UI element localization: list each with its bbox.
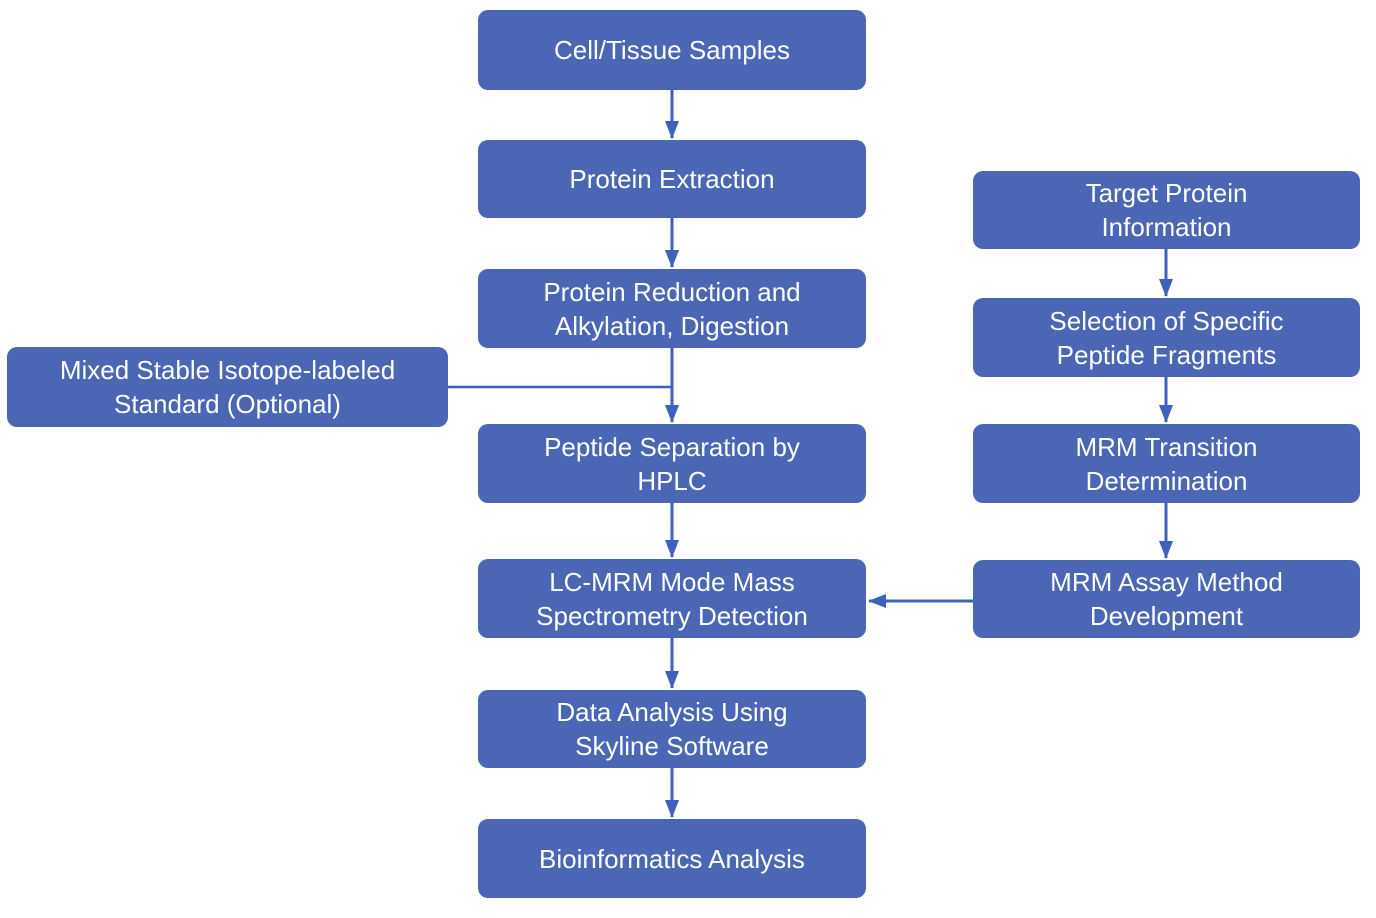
node-mixed-stable-isotope-labeled-standard: Mixed Stable Isotope-labeled Standard (O… [7,347,448,427]
node-lc-mrm-mass-spectrometry-detection: LC-MRM Mode Mass Spectrometry Detection [478,559,866,638]
node-protein-extraction: Protein Extraction [478,140,866,218]
node-target-protein-information: Target Protein Information [973,171,1360,249]
node-selection-specific-peptide-fragments: Selection of Specific Peptide Fragments [973,298,1360,377]
node-data-analysis-skyline: Data Analysis Using Skyline Software [478,690,866,768]
node-protein-reduction-alkylation-digestion: Protein Reduction and Alkylation, Digest… [478,269,866,348]
node-peptide-separation-hplc: Peptide Separation by HPLC [478,424,866,503]
node-bioinformatics-analysis: Bioinformatics Analysis [478,819,866,898]
node-mrm-transition-determination: MRM Transition Determination [973,424,1360,503]
node-cell-tissue-samples: Cell/Tissue Samples [478,10,866,90]
node-mrm-assay-method-development: MRM Assay Method Development [973,560,1360,638]
